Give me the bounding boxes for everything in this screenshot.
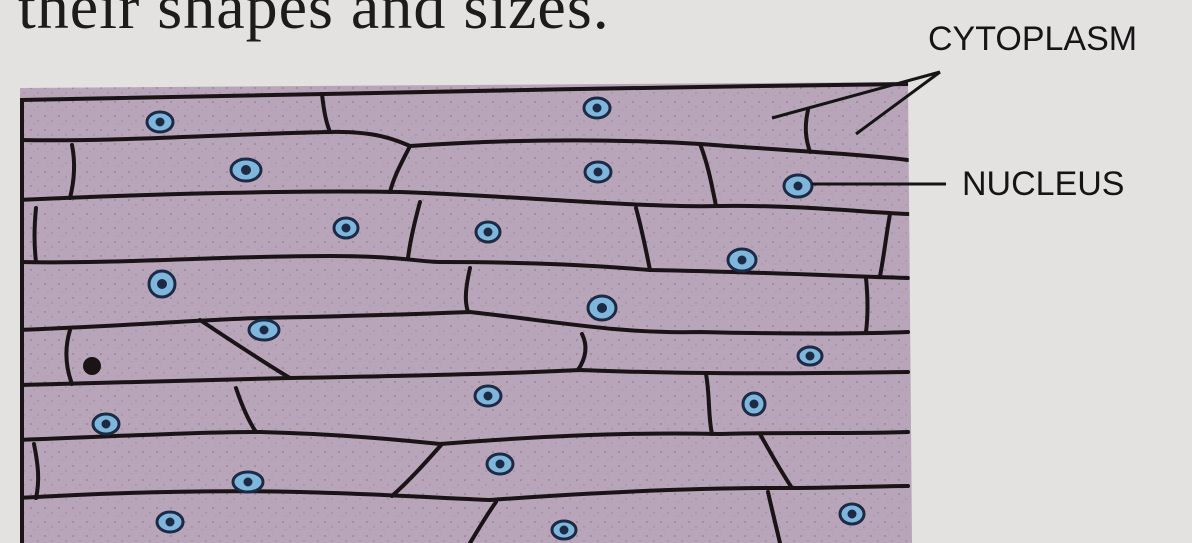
nucleus [840, 504, 864, 524]
nucleus [487, 454, 513, 474]
nucleus [728, 249, 756, 271]
nucleus [334, 218, 358, 238]
nucleus [588, 296, 616, 320]
nucleus [147, 112, 173, 132]
nucleus [798, 347, 822, 365]
nucleus [149, 271, 175, 297]
cytoplasm-label: CYTOPLASM [928, 20, 1137, 59]
nucleus [476, 222, 500, 242]
nucleus [231, 159, 261, 181]
nucleus [475, 386, 501, 406]
nucleus [784, 175, 812, 197]
nucleus [93, 414, 119, 434]
nucleus [743, 393, 765, 415]
nucleus [585, 162, 611, 182]
dark-granule [83, 357, 101, 375]
nucleus [552, 521, 576, 539]
nucleus-label: NUCLEUS [962, 165, 1124, 204]
nucleus [249, 320, 279, 340]
nucleus [584, 98, 610, 118]
nucleus [233, 472, 263, 492]
nucleus [157, 512, 183, 532]
